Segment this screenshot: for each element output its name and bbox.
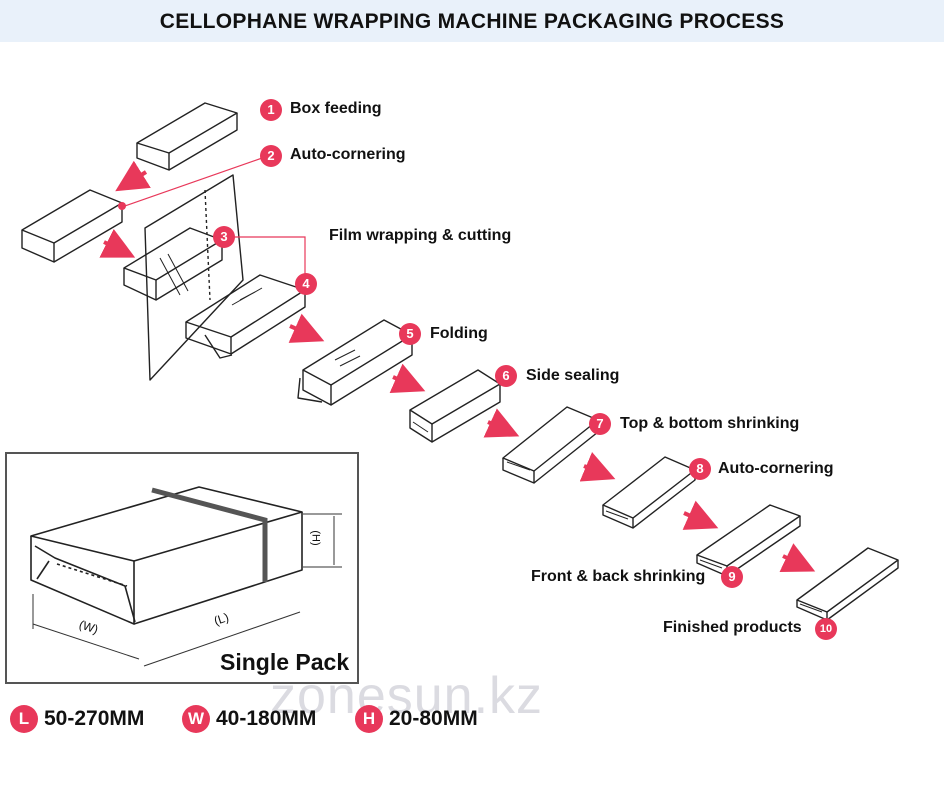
box-feeding-drawing <box>136 102 238 171</box>
spec-width-badge: W <box>182 705 210 733</box>
step-4-label: Film wrapping & cutting <box>329 227 512 244</box>
box-tb-shrink-drawing <box>502 406 599 484</box>
title-bar <box>0 0 944 42</box>
flow-arrow-4 <box>389 363 426 393</box>
step-7-label: Top & bottom shrinking <box>620 415 800 432</box>
single-pack-title: Single Pack <box>220 649 350 675</box>
step-8-badge: 8 <box>689 458 711 480</box>
box-sealing-drawing <box>409 369 501 443</box>
box-folding-drawing <box>297 319 413 406</box>
step-7-badge: 7 <box>589 413 611 435</box>
flow-arrow-2 <box>99 228 136 258</box>
step-6-label: Side sealing <box>526 367 620 384</box>
flow-arrow-5 <box>483 408 520 438</box>
spec-length-badge: L <box>10 705 38 733</box>
step-9-label: Front & back shrinking <box>531 568 706 585</box>
dim-h-label: (H) <box>309 530 322 546</box>
box-cornering-drawing <box>21 189 123 263</box>
spec-width-value: 40-180MM <box>216 707 317 730</box>
step-5-label: Folding <box>430 325 488 342</box>
spec-height-value: 20-80MM <box>389 707 478 730</box>
box-wrapping-drawing <box>185 274 306 359</box>
step-4-badge: 4 <box>295 273 317 295</box>
leader-line-2 <box>121 156 266 208</box>
step-9-badge: 9 <box>721 566 743 588</box>
box-fb-shrink-drawing <box>696 504 801 577</box>
leader-dot <box>118 202 126 210</box>
step-5-badge: 5 <box>399 323 421 345</box>
page-title: CELLOPHANE WRAPPING MACHINE PACKAGING PR… <box>159 10 785 33</box>
flow-arrow-3 <box>288 313 325 343</box>
step-8-label: Auto-cornering <box>718 460 834 477</box>
spec-height-badge: H <box>355 705 383 733</box>
step-10-label: Finished products <box>663 619 802 636</box>
step-1-label: Box feeding <box>290 100 382 117</box>
flow-arrow-1 <box>115 160 151 192</box>
step-2-badge: 2 <box>260 145 282 167</box>
film-sheet-drawing <box>144 174 244 381</box>
box-finished-drawing <box>796 547 899 621</box>
flow-arrow-7 <box>682 500 719 530</box>
flow-arrow-6 <box>579 452 616 482</box>
watermark: zonesun.kz <box>270 667 544 725</box>
box-cornering2-drawing <box>602 456 696 529</box>
spec-length-value: 50-270MM <box>44 707 145 730</box>
single-pack-inset: (W) (L) (H) <box>5 452 359 684</box>
single-pack-drawing <box>30 486 342 667</box>
flow-arrow-8 <box>779 543 816 573</box>
step-2-label: Auto-cornering <box>290 146 406 163</box>
step-6-badge: 6 <box>495 365 517 387</box>
step-10-badge: 10 <box>815 618 837 640</box>
step-3-badge: 3 <box>213 226 235 248</box>
leader-line-3-4 <box>222 236 306 282</box>
step-1-badge: 1 <box>260 99 282 121</box>
